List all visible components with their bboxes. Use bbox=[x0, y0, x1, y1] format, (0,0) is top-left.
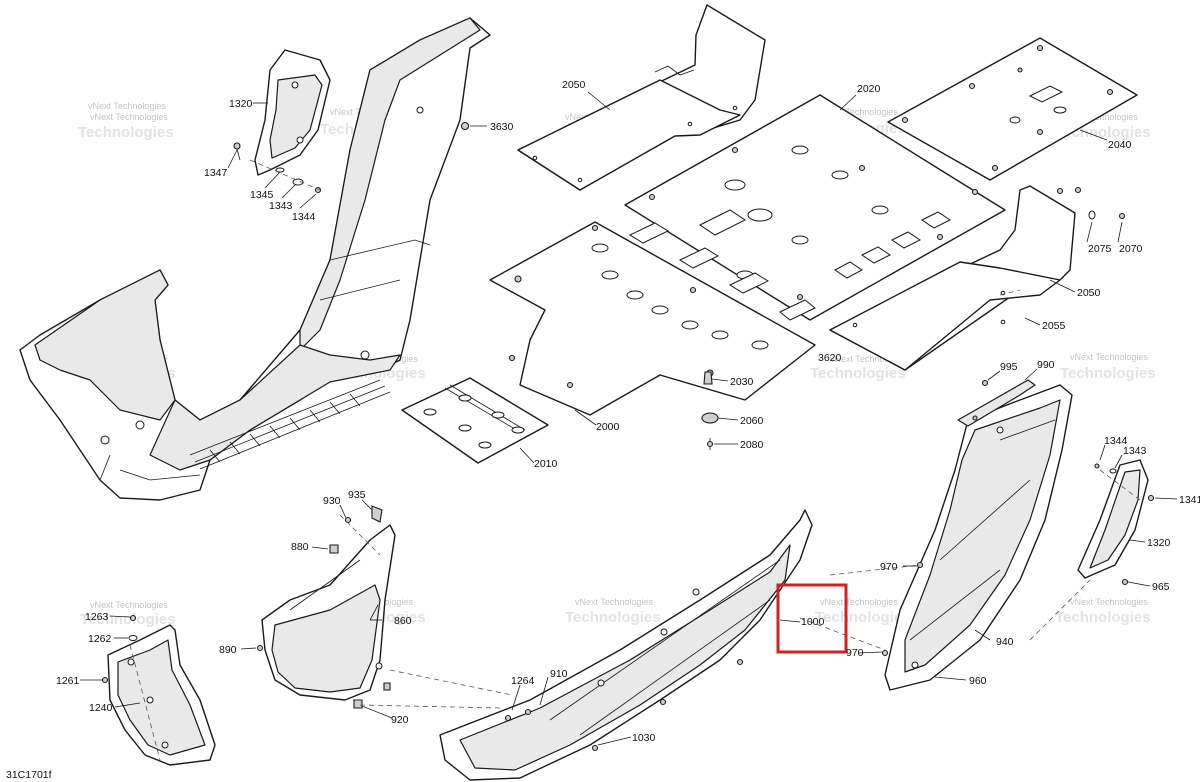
fasteners-top-left bbox=[233, 121, 470, 194]
lower-panel-860 bbox=[256, 505, 396, 709]
callout-label[interactable]: 965 bbox=[1152, 581, 1170, 593]
watermark: vNext Technologies bbox=[90, 600, 168, 610]
callout-label[interactable]: 2070 bbox=[1119, 243, 1143, 255]
drawing-id: 31C1701f bbox=[6, 769, 52, 781]
callout-label[interactable]: 1344 bbox=[1104, 435, 1128, 447]
callout-label[interactable]: 930 bbox=[323, 495, 341, 507]
watermark: vNext Technologies bbox=[1070, 597, 1148, 607]
callout-label[interactable]: 1263 bbox=[85, 611, 109, 623]
left-side-frame-panel bbox=[19, 17, 491, 501]
callout-label[interactable]: 1345 bbox=[250, 189, 274, 201]
watermark: vNext Technologies bbox=[88, 101, 166, 111]
fasteners-top-right bbox=[1056, 186, 1126, 220]
floor-plate-2040-front bbox=[887, 37, 1138, 181]
lower-corner-panel-1240 bbox=[101, 614, 216, 766]
callout-label[interactable]: 970 bbox=[880, 561, 898, 573]
callout-label[interactable]: 2055 bbox=[1042, 320, 1066, 332]
watermark: Technologies bbox=[80, 611, 176, 628]
floor-plate-2020-center bbox=[624, 94, 1006, 321]
callout-label[interactable]: 1341 bbox=[1179, 494, 1200, 506]
callout-label[interactable]: 1343 bbox=[1123, 445, 1147, 457]
watermark: vNext Technologies bbox=[1070, 352, 1148, 362]
watermark: vNext Technologies bbox=[820, 597, 898, 607]
callout-label[interactable]: 2050 bbox=[562, 79, 586, 91]
callout-label[interactable]: 2075 bbox=[1088, 243, 1112, 255]
rocker-panel-1000 bbox=[439, 509, 924, 781]
callout-labels: 1320 1347 1345 1343 1344 3630 2050 2020 … bbox=[56, 79, 1200, 744]
callout-label[interactable]: 1264 bbox=[511, 675, 535, 687]
callout-label[interactable]: 860 bbox=[394, 615, 412, 627]
callout-label[interactable]: 1343 bbox=[269, 200, 293, 212]
watermark: Technologies bbox=[810, 365, 906, 382]
watermark: vNext Technologies bbox=[90, 112, 168, 122]
callout-label[interactable]: 880 bbox=[291, 541, 309, 553]
callout-label[interactable]: 1240 bbox=[89, 702, 113, 714]
floor-plate-2050-right bbox=[829, 185, 1076, 371]
callout-label[interactable]: 960 bbox=[969, 675, 987, 687]
center-fasteners bbox=[701, 371, 719, 450]
side-panel-1320-right bbox=[1077, 459, 1155, 586]
callout-label[interactable]: 2030 bbox=[730, 376, 754, 388]
bracket-990 bbox=[957, 379, 1036, 427]
callout-label[interactable]: 890 bbox=[219, 644, 237, 656]
callout-label[interactable]: 995 bbox=[1000, 361, 1018, 373]
callout-label[interactable]: 2080 bbox=[740, 439, 764, 451]
callout-label[interactable]: 3630 bbox=[490, 121, 514, 133]
callout-label[interactable]: 2060 bbox=[740, 415, 764, 427]
side-panel-940-right bbox=[884, 384, 1073, 691]
callout-label[interactable]: 2040 bbox=[1108, 139, 1132, 151]
callout-label[interactable]: 3620 bbox=[818, 352, 842, 364]
callout-label[interactable]: 1320 bbox=[229, 98, 253, 110]
watermark: Technologies bbox=[1060, 365, 1156, 382]
callout-label[interactable]: 2000 bbox=[596, 421, 620, 433]
watermark: Technologies bbox=[565, 609, 661, 626]
watermark: Technologies bbox=[1055, 609, 1151, 626]
callout-label[interactable]: 940 bbox=[996, 636, 1014, 648]
callout-label[interactable]: 910 bbox=[550, 668, 568, 680]
watermark: Technologies bbox=[78, 124, 174, 141]
watermark: vNext Technologies bbox=[820, 107, 898, 117]
callout-label[interactable]: 2020 bbox=[857, 83, 881, 95]
floor-plate-2050-rear bbox=[517, 4, 766, 191]
watermark: Technologies bbox=[815, 609, 911, 626]
floor-plate-2000-left bbox=[489, 221, 816, 416]
assembly-lines bbox=[129, 289, 1091, 761]
leader-lines bbox=[80, 91, 1178, 746]
callout-label[interactable]: 1344 bbox=[292, 211, 316, 223]
callout-label[interactable]: 1261 bbox=[56, 675, 80, 687]
callout-label[interactable]: 970 bbox=[846, 647, 864, 659]
callout-label[interactable]: 1347 bbox=[204, 167, 228, 179]
callout-label[interactable]: 1262 bbox=[88, 633, 112, 645]
watermark: vNext Technologies bbox=[575, 597, 653, 607]
callout-label[interactable]: 1320 bbox=[1147, 537, 1171, 549]
side-panel-1320-left bbox=[254, 49, 331, 176]
callout-label[interactable]: 920 bbox=[391, 714, 409, 726]
floor-plate-2010 bbox=[401, 377, 549, 464]
callout-label[interactable]: 2050 bbox=[1077, 287, 1101, 299]
watermark: vNext Technologies bbox=[830, 354, 908, 364]
callout-label-highlighted[interactable]: 1000 bbox=[801, 616, 825, 628]
callout-label[interactable]: 990 bbox=[1037, 359, 1055, 371]
callout-label[interactable]: 935 bbox=[348, 489, 366, 501]
highlight-box-1000 bbox=[776, 583, 848, 654]
callout-label[interactable]: 1030 bbox=[632, 732, 656, 744]
callout-label[interactable]: 2010 bbox=[534, 458, 558, 470]
